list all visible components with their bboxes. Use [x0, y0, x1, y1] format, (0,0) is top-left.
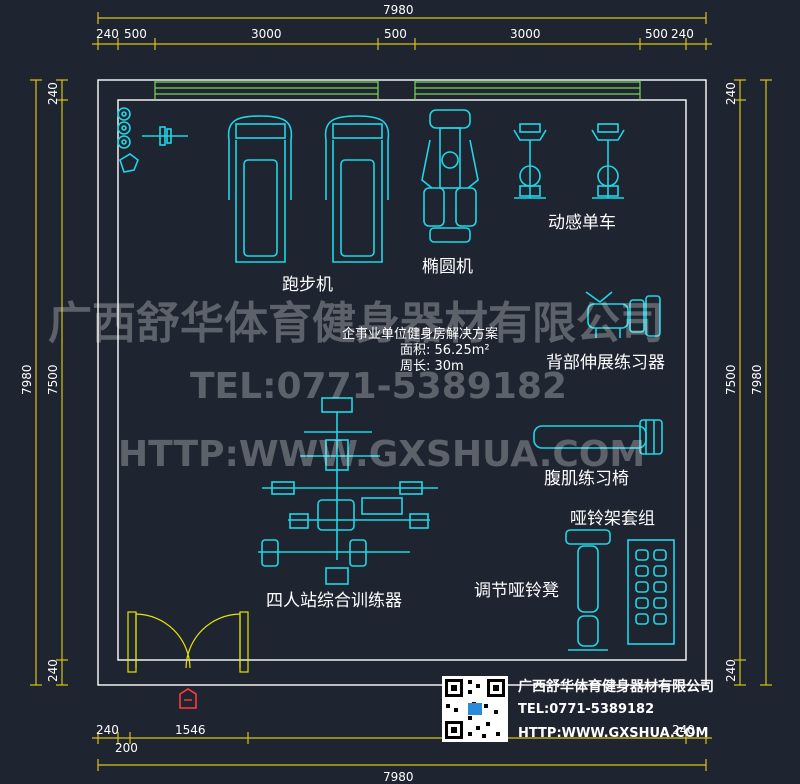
- double-door: [127, 611, 249, 673]
- plan-area: 面积: 56.25m²: [400, 343, 490, 358]
- weight-plates-icon: [117, 107, 188, 173]
- legend-company: 广西舒华体育健身器材有限公司: [518, 679, 714, 695]
- legend-url: HTTP:WWW.GXSHUA.COM: [518, 726, 709, 741]
- label-spin-bike: 动感单车: [548, 213, 616, 233]
- walls: [97, 79, 707, 686]
- dim-bottom-seg-3: 1546: [175, 723, 206, 737]
- dim-top-seg-1: 240: [96, 27, 119, 41]
- dim-right-inner: 7500: [724, 364, 738, 395]
- watermark-company: 广西舒华体育健身器材有限公司: [48, 298, 664, 349]
- label-back-extension: 背部伸展练习器: [546, 353, 665, 373]
- dim-right-bottom: 240: [724, 659, 738, 682]
- watermark-url: HTTP:WWW.GXSHUA.COM: [118, 434, 645, 475]
- label-four-station: 四人站综合训练器: [266, 591, 402, 611]
- equipment-labels: 跑步机 椭圆机 动感单车 背部伸展练习器 腹肌练习椅 哑铃架套组 调节哑铃凳 四…: [266, 213, 665, 611]
- dumbbell-rack-icon: [627, 539, 675, 645]
- dim-bottom-total: 7980: [383, 770, 414, 784]
- dim-top-seg-7: 240: [671, 27, 694, 41]
- watermark-tel: TEL:0771-5389182: [190, 366, 567, 407]
- plan-info: 企事业单位健身房解决方案 面积: 56.25m² 周长: 30m: [342, 326, 498, 374]
- dim-top-total: 7980: [383, 3, 414, 17]
- dimension-text: 7980 240 500 3000 500 3000 500 240 7980 …: [20, 3, 764, 784]
- label-ab-bench: 腹肌练习椅: [544, 469, 629, 489]
- four-station-gym-icon: [258, 397, 438, 585]
- dim-top-seg-3: 3000: [251, 27, 282, 41]
- dim-bottom-seg-2: 200: [115, 741, 138, 755]
- dim-top-seg-6: 500: [645, 27, 668, 41]
- spin-bike-1-icon: [513, 123, 547, 199]
- dim-bottom-seg-1: 240: [96, 723, 119, 737]
- window-right: [414, 80, 641, 100]
- legend-tel: TEL:0771-5389182: [518, 702, 655, 717]
- entrance-icon: [179, 688, 197, 709]
- dim-right-outer: 7980: [750, 364, 764, 395]
- back-extension-icon: [585, 291, 661, 338]
- dim-left-bottom: 240: [46, 659, 60, 682]
- dim-right-top: 240: [724, 82, 738, 105]
- window-left: [154, 80, 379, 100]
- plan-title: 企事业单位健身房解决方案: [342, 326, 498, 342]
- watermark: 广西舒华体育健身器材有限公司 TEL:0771-5389182 HTTP:WWW…: [48, 298, 664, 475]
- spin-bike-2-icon: [591, 123, 625, 199]
- label-elliptical: 椭圆机: [422, 257, 473, 277]
- dim-top-seg-2: 500: [124, 27, 147, 41]
- label-adjustable-bench: 调节哑铃凳: [474, 581, 559, 601]
- treadmill-2-icon: [324, 115, 390, 263]
- adjustable-bench-icon: [565, 529, 611, 651]
- elliptical-icon: [421, 109, 479, 243]
- dim-top-seg-4: 500: [384, 27, 407, 41]
- dimension-lines: [30, 12, 772, 771]
- dim-left-outer: 7980: [20, 364, 34, 395]
- dim-top-seg-5: 3000: [510, 27, 541, 41]
- ab-bench-icon: [533, 419, 663, 455]
- label-dumbbell-rack: 哑铃架套组: [570, 509, 655, 529]
- plan-perimeter: 周长: 30m: [400, 359, 464, 374]
- dim-left-inner: 7500: [46, 364, 60, 395]
- qr-code-icon: [442, 676, 508, 742]
- label-treadmill: 跑步机: [282, 275, 333, 295]
- dim-left-top: 240: [46, 82, 60, 105]
- treadmill-1-icon: [227, 115, 293, 263]
- dim-bottom-seg-4: 240: [672, 723, 695, 737]
